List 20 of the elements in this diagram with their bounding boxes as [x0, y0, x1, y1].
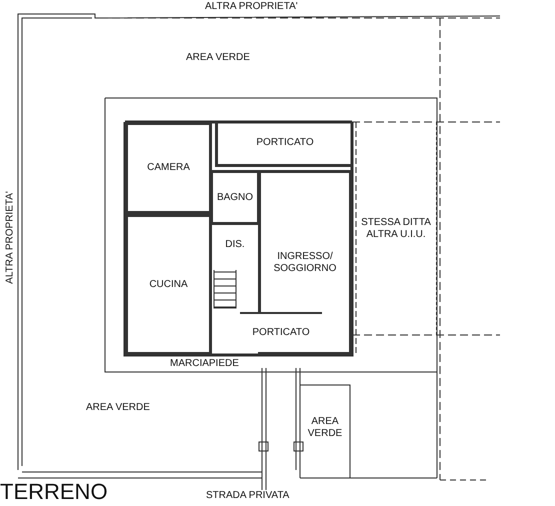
- room-label: BAGNO: [216, 192, 254, 204]
- room-label: CAMERA: [147, 162, 190, 174]
- room-label: AREA VERDE: [306, 416, 344, 440]
- area-label: AREA VERDE: [86, 402, 150, 413]
- room-area: [125, 214, 212, 355]
- boundary-label: ALTRA PROPRIETA': [205, 1, 298, 12]
- porch-area: [215, 122, 352, 167]
- area-label: AREA VERDE: [186, 52, 250, 63]
- area-label: MARCIAPIEDE: [170, 358, 239, 369]
- room-area: [210, 170, 260, 225]
- road-label: STRADA PRIVATA: [206, 490, 290, 501]
- room-label: PORTICATO: [256, 137, 314, 149]
- room-label: INGRESSO/ SOGGIORNO: [272, 250, 338, 274]
- room-area: [125, 122, 212, 214]
- room-label: PORTICATO: [252, 327, 310, 339]
- room-label: DIS.: [225, 239, 245, 251]
- room-label: CUCINA: [149, 278, 188, 290]
- drawing-title: TERRENO: [0, 480, 108, 504]
- boundary-label: ALTRA PROPRIETA': [4, 190, 16, 286]
- room-label: STESSA DITTA ALTRA U.I.U.: [360, 216, 432, 240]
